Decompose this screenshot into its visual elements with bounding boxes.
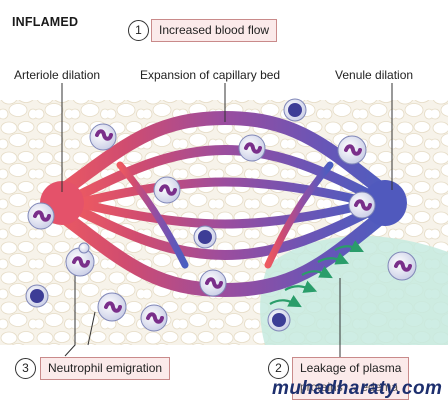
neutrophil: [97, 292, 127, 322]
watermark-text: muhadharaty.com: [272, 378, 443, 399]
diagram-title: INFLAMED: [12, 15, 79, 29]
step-1-number: 1: [128, 20, 149, 41]
capillary-label: Expansion of capillary bed: [140, 68, 281, 82]
step-2-label-line2: proteins → edema: [300, 380, 399, 394]
lymphocyte: [193, 225, 217, 249]
neutrophil: [140, 304, 168, 332]
step-3-callout: Neutrophil emigration: [40, 357, 171, 380]
step-3-number: 3: [15, 358, 36, 379]
venule-junction: [363, 180, 407, 226]
neutrophil: [337, 135, 367, 165]
step-1-callout: Increased blood flow: [151, 19, 278, 42]
blood-cells: [25, 98, 417, 332]
leakage-arrows: [269, 240, 364, 308]
lymphocyte: [25, 284, 49, 308]
leader-lines: [61, 83, 393, 362]
lymphocyte: [283, 98, 307, 122]
step-2-label: Leakage of plasma: [300, 361, 402, 375]
neutrophil: [199, 269, 227, 297]
arteriole-label: Arteriole dilation: [14, 68, 101, 82]
neutrophil: [153, 176, 181, 204]
step-2-callout: Leakage of plasma proteins → edema: [292, 357, 410, 400]
venule-label: Venule dilation: [335, 68, 414, 82]
neutrophil: [27, 202, 55, 230]
lymphocyte: [267, 308, 291, 332]
edema-region: [260, 235, 448, 345]
neutrophil: [89, 123, 117, 151]
neutrophil: [65, 242, 95, 277]
neutrophil: [387, 251, 417, 281]
step-2-number: 2: [268, 358, 289, 379]
neutrophil: [348, 191, 376, 219]
neutrophil: [238, 134, 266, 162]
